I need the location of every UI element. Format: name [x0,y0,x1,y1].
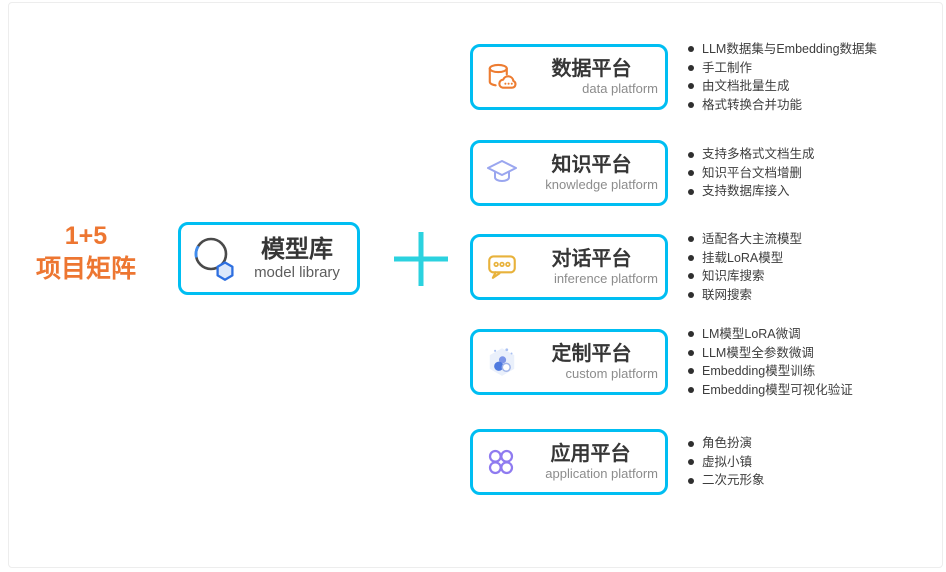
bullet-item: 知识平台文档增删 [688,164,815,183]
graduation-cap-icon [485,156,519,190]
bullet-item: 二次元形象 [688,471,765,490]
plus-icon [391,229,451,289]
platform-row-inference: 对话平台 inference platform 适配各大主流模型挂载LoRA模型… [470,232,946,302]
matrix-label-line2: 项目矩阵 [35,255,136,283]
platform-bullets: 支持多格式文档生成知识平台文档增删支持数据库接入 [688,145,815,201]
bullet-item: 手工制作 [688,59,877,78]
matrix-label-line1: 1+5 [64,222,108,250]
platform-title: 数据平台 [551,58,632,80]
bullet-item: 支持多格式文档生成 [688,145,815,164]
platform-card-inference: 对话平台 inference platform [470,234,668,300]
platform-card-application: 应用平台 application platform [470,429,668,495]
platform-title: 应用平台 [550,443,631,465]
model-library-subtitle: model library [254,263,340,281]
bullet-item: LM模型LoRA微调 [688,325,853,344]
bullet-item: 角色扮演 [688,434,765,453]
bullet-item: 虚拟小镇 [688,453,765,472]
bullet-item: 格式转换合并功能 [688,96,877,115]
database-cloud-icon [485,60,519,94]
bullet-item: Embedding模型可视化验证 [688,381,853,400]
platform-subtitle: custom platform [565,366,658,381]
bullet-item: LLM模型全参数微调 [688,344,853,363]
model-library-title: 模型库 [261,235,333,263]
platform-title: 知识平台 [551,154,632,176]
bullet-item: 由文档批量生成 [688,77,877,96]
magnifier-hexagon-icon [187,233,239,285]
bullet-item: 联网搜索 [688,286,802,305]
platform-row-data: 数据平台 data platform LLM数据集与Embedding数据集手工… [470,42,946,112]
molecule-hexagon-icon [485,345,519,379]
bullet-item: Embedding模型训练 [688,362,853,381]
platform-row-application: 应用平台 application platform 角色扮演虚拟小镇二次元形象 [470,429,946,495]
bullet-item: 适配各大主流模型 [688,230,802,249]
bullet-item: 挂载LoRA模型 [688,249,802,268]
platform-bullets: 适配各大主流模型挂载LoRA模型知识库搜索联网搜索 [688,230,802,304]
platform-bullets: LLM数据集与Embedding数据集手工制作由文档批量生成格式转换合并功能 [688,40,877,114]
platform-row-knowledge: 知识平台 knowledge platform 支持多格式文档生成知识平台文档增… [470,140,946,206]
platform-subtitle: data platform [582,81,658,96]
platform-card-custom: 定制平台 custom platform [470,329,668,395]
platform-bullets: 角色扮演虚拟小镇二次元形象 [688,434,765,490]
chat-bubble-icon [485,250,519,284]
platform-subtitle: application platform [545,466,658,481]
platform-subtitle: inference platform [553,271,658,286]
platform-card-data: 数据平台 data platform [470,44,668,110]
platform-title: 对话平台 [551,248,632,270]
bullet-item: 支持数据库接入 [688,182,815,201]
matrix-label: 1+5 项目矩阵 [8,220,164,286]
model-library-card: 模型库 model library [178,222,360,295]
bullet-item: 知识库搜索 [688,267,802,286]
platform-card-knowledge: 知识平台 knowledge platform [470,140,668,206]
platform-subtitle: knowledge platform [545,177,658,192]
clover-icon [485,446,517,478]
platform-title: 定制平台 [551,343,632,365]
bullet-item: LLM数据集与Embedding数据集 [688,40,877,59]
